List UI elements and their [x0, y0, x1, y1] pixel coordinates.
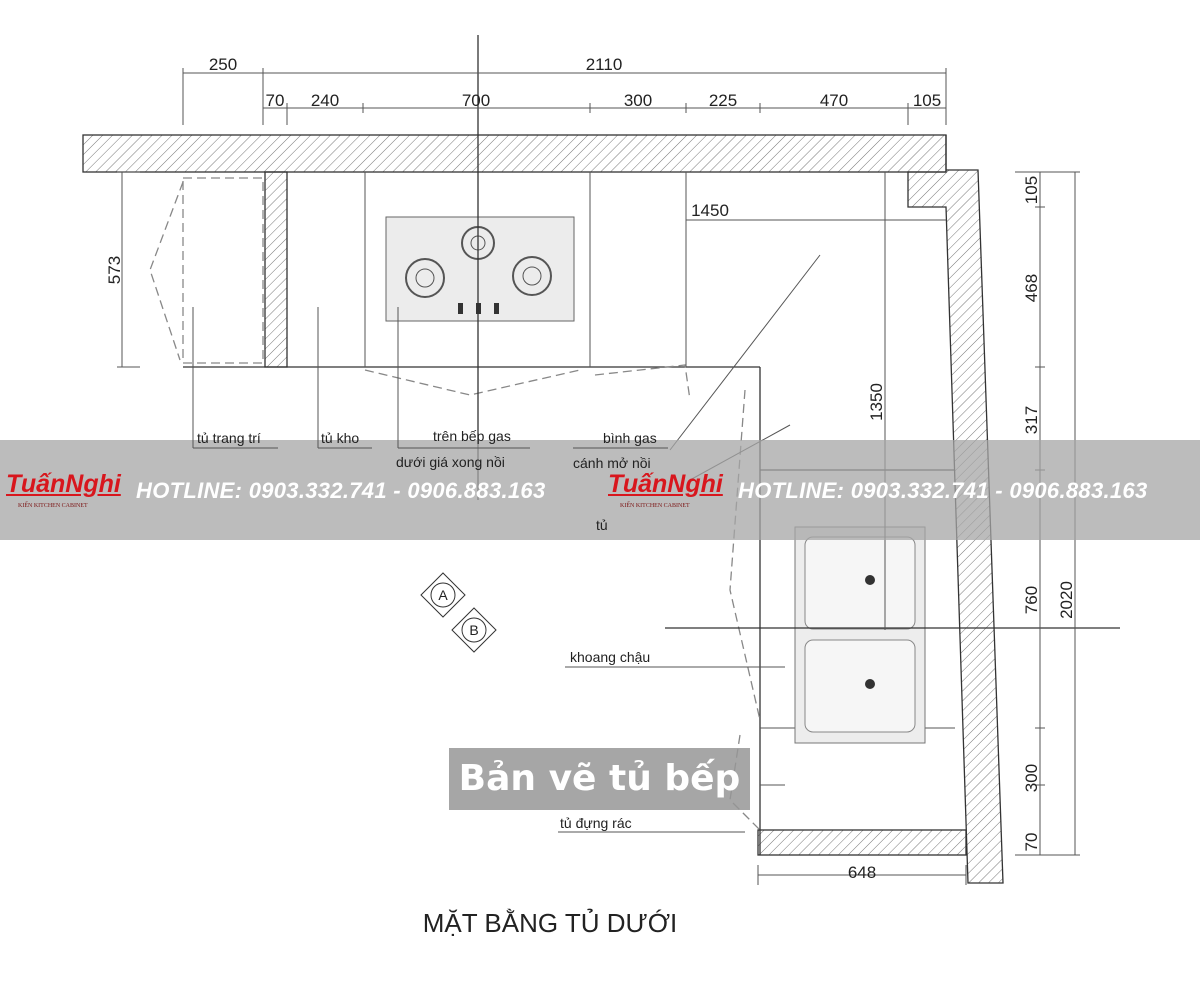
dim-top-5: 225 — [709, 91, 737, 110]
section-marker-a: A — [420, 572, 466, 618]
dim-250: 250 — [209, 55, 237, 74]
svg-text:B: B — [469, 622, 478, 638]
double-sink — [794, 526, 926, 744]
dim-right-2: 468 — [1022, 274, 1041, 302]
dim-top-3: 700 — [462, 91, 490, 110]
watermark-logo-sub: KIẾN KITCHEN CABINET — [18, 503, 88, 509]
dim-right-overall: 2020 — [1057, 581, 1076, 619]
dim-right-6: 70 — [1022, 833, 1041, 852]
dim-top-7: 105 — [913, 91, 941, 110]
caption-overlay: Bản vẽ tủ bếp — [449, 748, 750, 810]
dim-top-2: 240 — [311, 91, 339, 110]
dim-1350: 1350 — [867, 383, 886, 421]
bottom-wall — [757, 829, 967, 856]
section-marker-b: B — [451, 607, 497, 653]
gas-hob — [385, 216, 575, 322]
watermark-logo: TuấnNghi — [6, 470, 121, 498]
dim-right-5: 300 — [1022, 764, 1041, 792]
dim-top-1: 70 — [266, 91, 285, 110]
dim-1450: 1450 — [691, 201, 729, 220]
dim-573: 573 — [105, 256, 124, 284]
dim-top-4: 300 — [624, 91, 652, 110]
plan-title: MẶT BẰNG TỦ DƯỚI — [422, 908, 678, 938]
watermark-band — [0, 440, 1200, 540]
watermark-hotline: HOTLINE: 0903.332.741 - 0906.883.163 — [136, 478, 546, 503]
panel-wall — [264, 171, 288, 368]
dim-right-1: 105 — [1022, 176, 1041, 204]
dim-648: 648 — [848, 863, 876, 882]
dim-2110: 2110 — [586, 55, 623, 74]
dim-right-4: 760 — [1022, 586, 1041, 614]
dim-right-3: 317 — [1022, 406, 1041, 434]
watermark-logo-sub-2: KIẾN KITCHEN CABINET — [620, 503, 690, 509]
dim-top-6: 470 — [820, 91, 848, 110]
right-wall — [907, 135, 1004, 884]
watermark-hotline-2: HOTLINE: 0903.332.741 - 0906.883.163 — [738, 478, 1148, 503]
svg-text:A: A — [438, 587, 448, 603]
top-wall — [82, 134, 947, 173]
watermark-logo-2: TuấnNghi — [608, 470, 723, 498]
